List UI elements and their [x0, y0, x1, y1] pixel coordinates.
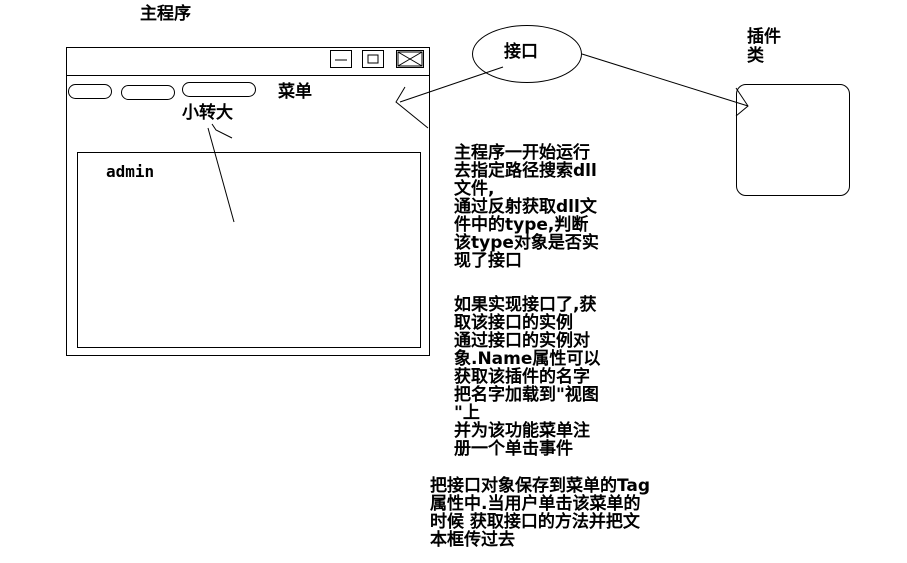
textbox-to-xiaozhuanda-line: [207, 127, 235, 223]
note-block-3: 把接口对象保存到菜单的Tag 属性中.当用户单击该菜单的 时候 获取接口的方法并…: [430, 476, 651, 550]
minimize-icon: [335, 59, 347, 61]
close-icon: [397, 51, 423, 67]
textbox-value: admin: [106, 162, 155, 181]
plugin-class-label-1: 插件: [747, 27, 781, 47]
window-titlebar-divider: [66, 75, 430, 76]
xiaozhuanda-label: 小转大: [182, 103, 233, 123]
close-button[interactable]: [396, 50, 424, 68]
minimize-button[interactable]: [330, 50, 352, 68]
menu-item-3[interactable]: [182, 82, 256, 97]
maximize-button[interactable]: [362, 50, 384, 68]
text-box[interactable]: [77, 152, 421, 348]
interface-to-plugin-line: [581, 53, 749, 107]
main-program-title: 主程序: [140, 4, 191, 24]
plugin-box: [736, 84, 850, 196]
xiaozhuanda-arrowhead: [211, 123, 233, 139]
menu-label: 菜单: [278, 82, 312, 102]
plugin-arrowhead: [735, 87, 749, 117]
note-block-2: 如果实现接口了,获 取该接口的实例 通过接口的实例对 象.Name属性可以 获取…: [454, 295, 601, 459]
maximize-icon: [367, 54, 379, 64]
plugin-class-label-2: 类: [747, 46, 764, 66]
menu-item-2[interactable]: [121, 85, 175, 100]
interface-label: 接口: [504, 42, 538, 62]
interface-to-window-line: [399, 66, 504, 103]
interface-ellipse: [472, 25, 582, 83]
interface-arrowhead: [395, 86, 429, 129]
note-block-1: 主程序一开始运行 去指定路径搜索dll 文件, 通过反射获取dll文 件中的ty…: [454, 143, 599, 271]
menu-item-1[interactable]: [68, 84, 112, 99]
main-program-window: [66, 47, 430, 356]
